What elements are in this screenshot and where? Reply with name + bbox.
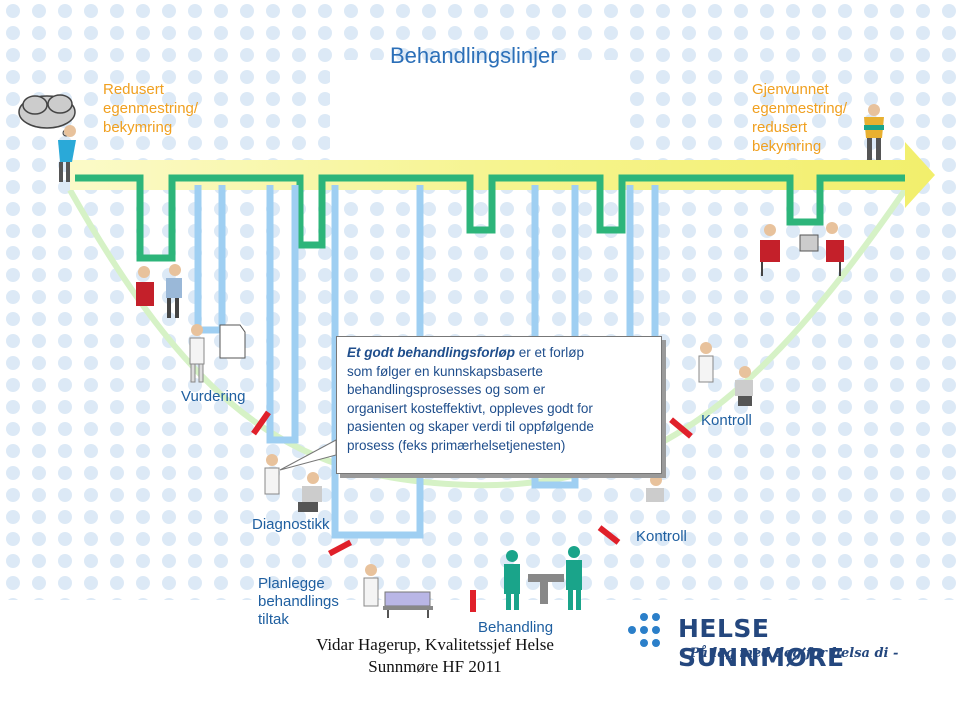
marker-kontroll-upper bbox=[669, 417, 693, 439]
author-line: Sunnmøre HF 2011 bbox=[368, 657, 502, 676]
right-state-label: Gjenvunnet egenmestring/ redusert bekymr… bbox=[752, 80, 847, 156]
red-markers bbox=[251, 410, 693, 612]
callout-line1-rest: er et forløp bbox=[514, 345, 585, 360]
planlegge-line: Planlegge bbox=[258, 575, 325, 592]
marker-behandling bbox=[470, 590, 476, 612]
planlegge-line: tiltak bbox=[258, 611, 289, 628]
consultation-icon bbox=[760, 222, 844, 276]
callout-line: pasienten og skaper verdi til oppfølgend… bbox=[347, 419, 594, 434]
stage-diagnostikk: Diagnostikk bbox=[252, 516, 330, 533]
author-line: Vidar Hagerup, Kvalitetssjef Helse bbox=[316, 635, 554, 654]
diagnostics-icon bbox=[264, 454, 664, 512]
stage-behandling: Behandling bbox=[478, 619, 554, 636]
stage-planlegge: Planlegge behandlings tiltak bbox=[258, 575, 339, 629]
right-label-line: Gjenvunnet bbox=[752, 81, 829, 98]
author-credit: Vidar Hagerup, Kvalitetssjef Helse Sunnm… bbox=[300, 634, 570, 678]
recovered-patient-icon bbox=[864, 104, 884, 160]
helse-sunnmore-logo: HELSE SUNNMØRE - På lag med deg for hels… bbox=[620, 608, 940, 672]
callout-line: behandlingsprosesses og som er bbox=[347, 382, 546, 397]
left-label-line: Redusert bbox=[103, 81, 164, 98]
page-title: Behandlingslinjer bbox=[390, 43, 558, 68]
thought-cloud-icon bbox=[18, 94, 76, 137]
green-track bbox=[75, 174, 905, 262]
callout-line: prosess (feks primærhelsetjenesten) bbox=[347, 437, 566, 453]
patient-bed-icon bbox=[363, 564, 433, 618]
stage-kontroll-upper: Kontroll bbox=[701, 412, 752, 429]
callout-first-line: Et godt behandlingsforløp er et forløp bbox=[347, 344, 651, 363]
planlegge-line: behandlings bbox=[258, 593, 339, 610]
callout-line: organisert kosteffektivt, oppleves godt … bbox=[347, 400, 593, 416]
right-label-line: redusert bbox=[752, 119, 808, 136]
definition-callout: Et godt behandlingsforløp er et forløp s… bbox=[336, 336, 662, 474]
marker-kontroll-lower bbox=[597, 525, 621, 545]
doctor-document-icon bbox=[189, 324, 246, 383]
marker-vurdering bbox=[251, 410, 271, 436]
callout-line: som følger en kunnskapsbaserte bbox=[347, 363, 543, 379]
consultation-icon-left bbox=[136, 264, 182, 318]
right-label-line: bekymring bbox=[752, 138, 822, 155]
logo-dots-icon bbox=[628, 613, 660, 647]
left-state-label: Redusert egenmestring/ bekymring bbox=[103, 80, 198, 137]
doctor-patient-icon bbox=[698, 342, 753, 406]
callout-lead: Et godt behandlingsforløp bbox=[347, 345, 515, 360]
right-label-line: egenmestring/ bbox=[752, 100, 848, 117]
left-label-line: egenmestring/ bbox=[103, 100, 199, 117]
stage-vurdering: Vurdering bbox=[181, 388, 246, 405]
logo-slogan: - På lag med deg for helsa di - bbox=[680, 646, 899, 661]
worried-patient-icon bbox=[58, 125, 76, 182]
stage-kontroll-lower: Kontroll bbox=[636, 528, 687, 545]
left-label-line: bekymring bbox=[103, 119, 173, 136]
marker-diagnostikk bbox=[327, 539, 353, 557]
surgery-team-icon bbox=[504, 546, 582, 610]
logo-name: HELSE SUNNMØRE bbox=[678, 614, 845, 672]
